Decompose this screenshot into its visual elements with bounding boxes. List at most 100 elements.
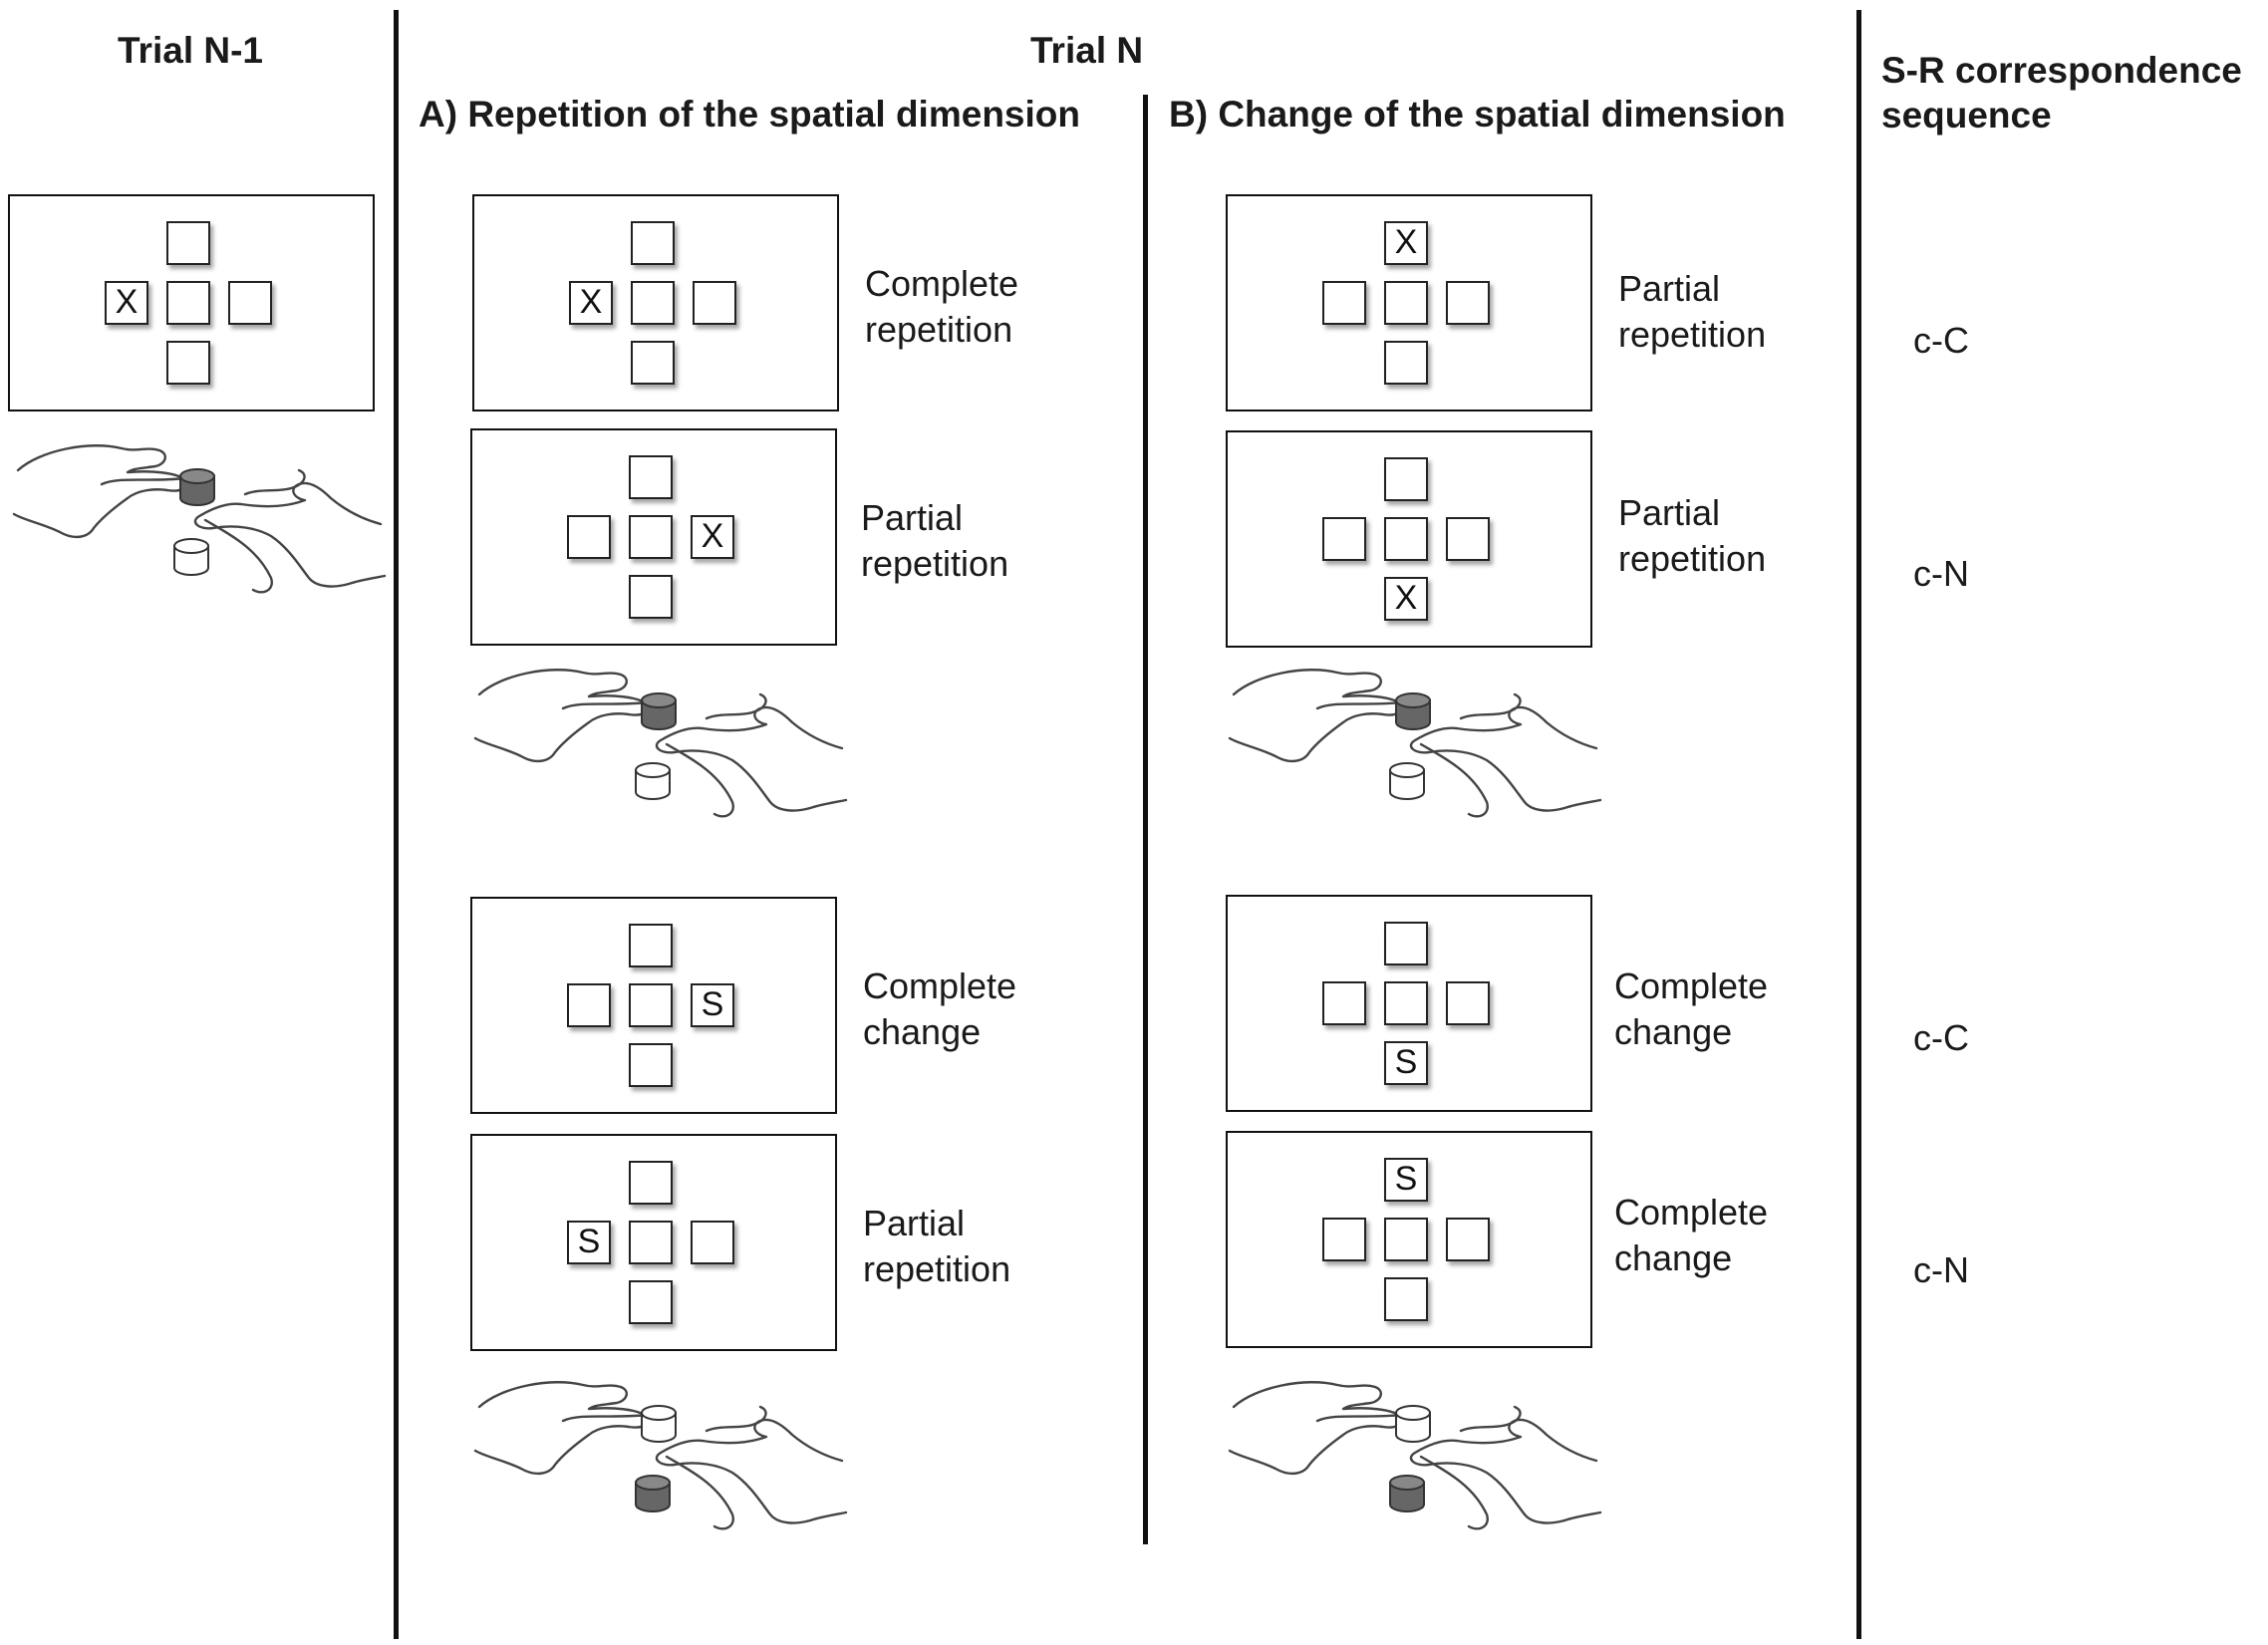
- top-response-key: [179, 468, 215, 506]
- target-letter: X: [1394, 223, 1418, 261]
- target-letter: S: [1394, 1043, 1418, 1081]
- bottom-response-key: [1389, 1475, 1425, 1512]
- header-section-a: A) Repetition of the spatial dimension: [419, 94, 1080, 135]
- condition-label: Complete repetition: [865, 261, 1018, 353]
- cell-bottom: X: [1384, 577, 1428, 621]
- cell-center: [629, 1221, 673, 1264]
- condition-label-line1: Complete: [863, 965, 1017, 1006]
- cell-left: [1322, 281, 1366, 325]
- cell-right: [1446, 1218, 1490, 1261]
- stimulus-panel: X: [1226, 194, 1592, 411]
- target-letter: X: [1394, 579, 1418, 617]
- cell-top: S: [1384, 1158, 1428, 1202]
- header-section-b: B) Change of the spatial dimension: [1169, 94, 1786, 135]
- cell-top: X: [1384, 221, 1428, 265]
- stimulus-panel: S: [1226, 895, 1592, 1112]
- condition-label-line1: Partial: [863, 1203, 966, 1243]
- target-letter: X: [701, 517, 724, 555]
- stimulus-panel: X: [470, 428, 837, 646]
- cell-bottom: [629, 575, 673, 619]
- hands-drawing: [1228, 1381, 1602, 1530]
- divider-left: [394, 10, 399, 1639]
- condition-label-line1: Partial: [1618, 268, 1721, 309]
- sequence-label-4: c-N: [1913, 1249, 1969, 1290]
- right-hand: [655, 705, 848, 812]
- condition-label-line2: change: [1614, 1237, 1733, 1278]
- cell-bottom: [629, 1043, 673, 1087]
- top-response-key: [641, 1405, 677, 1443]
- right-hand-thumb: [1459, 1405, 1522, 1433]
- right-hand: [1409, 705, 1602, 812]
- condition-label-line1: Complete: [865, 263, 1019, 304]
- left-hand-finger: [1315, 1413, 1403, 1423]
- header-trial-prev: Trial N-1: [118, 30, 263, 71]
- cell-center: [166, 281, 210, 325]
- divider-right: [1856, 10, 1861, 1639]
- cell-bottom: [1384, 1277, 1428, 1321]
- condition-label-line1: Partial: [1618, 492, 1721, 533]
- bottom-response-key: [173, 538, 209, 576]
- stimulus-panel-prev: X: [8, 194, 375, 411]
- target-letter: S: [577, 1223, 601, 1260]
- cell-right: X: [691, 515, 734, 559]
- hands-response-a-upper: [471, 653, 850, 857]
- hands-drawing: [12, 444, 387, 594]
- right-hand-finger: [665, 742, 734, 818]
- cell-center: [1384, 1218, 1428, 1261]
- cell-top: [1384, 922, 1428, 965]
- cell-top: [629, 1161, 673, 1205]
- cell-right: [228, 281, 272, 325]
- top-response-key: [1395, 692, 1431, 730]
- header-sr-line1: S-R correspondence: [1881, 50, 2242, 91]
- hands-response-b-upper: [1226, 653, 1604, 857]
- condition-label-line2: repetition: [1618, 538, 1767, 579]
- cell-left: S: [567, 1221, 611, 1264]
- cell-left: [567, 515, 611, 559]
- condition-label-line2: repetition: [1618, 314, 1767, 355]
- hands-response-b-lower: [1226, 1365, 1604, 1569]
- cell-bottom: [166, 341, 210, 385]
- condition-label-line2: change: [863, 1011, 982, 1052]
- bottom-response-key: [635, 762, 671, 800]
- hands-drawing: [473, 669, 848, 818]
- cell-left: [1322, 517, 1366, 561]
- right-hand-thumb: [705, 692, 767, 720]
- cell-center: [1384, 981, 1428, 1025]
- cell-center: [1384, 281, 1428, 325]
- cell-right: S: [691, 983, 734, 1027]
- header-sr-line2: sequence: [1881, 95, 2052, 136]
- stimulus-panel: S: [470, 897, 837, 1114]
- left-hand: [1228, 1381, 1404, 1476]
- cell-right: [691, 1221, 734, 1264]
- right-hand-finger: [203, 518, 273, 594]
- cell-center: [629, 515, 673, 559]
- cell-center: [631, 281, 675, 325]
- cell-right: [693, 281, 736, 325]
- right-hand-finger: [665, 1455, 734, 1530]
- cell-top: [629, 455, 673, 499]
- hands-response-a-lower: [471, 1365, 850, 1569]
- condition-label-line1: Complete: [1614, 965, 1769, 1006]
- top-response-key: [1395, 1405, 1431, 1443]
- target-letter: S: [1394, 1160, 1418, 1198]
- hands-drawing: [473, 1381, 848, 1530]
- cell-top: [1384, 457, 1428, 501]
- right-hand-thumb: [1459, 692, 1522, 720]
- cell-center: [1384, 517, 1428, 561]
- cell-bottom: [631, 341, 675, 385]
- cell-left: [567, 983, 611, 1027]
- condition-label-line1: Complete: [1614, 1192, 1769, 1233]
- left-hand-finger: [561, 1413, 649, 1423]
- stimulus-panel: S: [1226, 1131, 1592, 1348]
- condition-label-line2: repetition: [865, 309, 1013, 350]
- sequence-label-3: c-C: [1913, 1017, 1969, 1058]
- cell-center: [629, 983, 673, 1027]
- stimulus-panel: X: [472, 194, 839, 411]
- left-hand: [1228, 669, 1404, 763]
- bottom-response-key: [1389, 762, 1425, 800]
- condition-label-line2: repetition: [861, 543, 1009, 584]
- cell-right: [1446, 517, 1490, 561]
- right-hand-thumb: [705, 1405, 767, 1433]
